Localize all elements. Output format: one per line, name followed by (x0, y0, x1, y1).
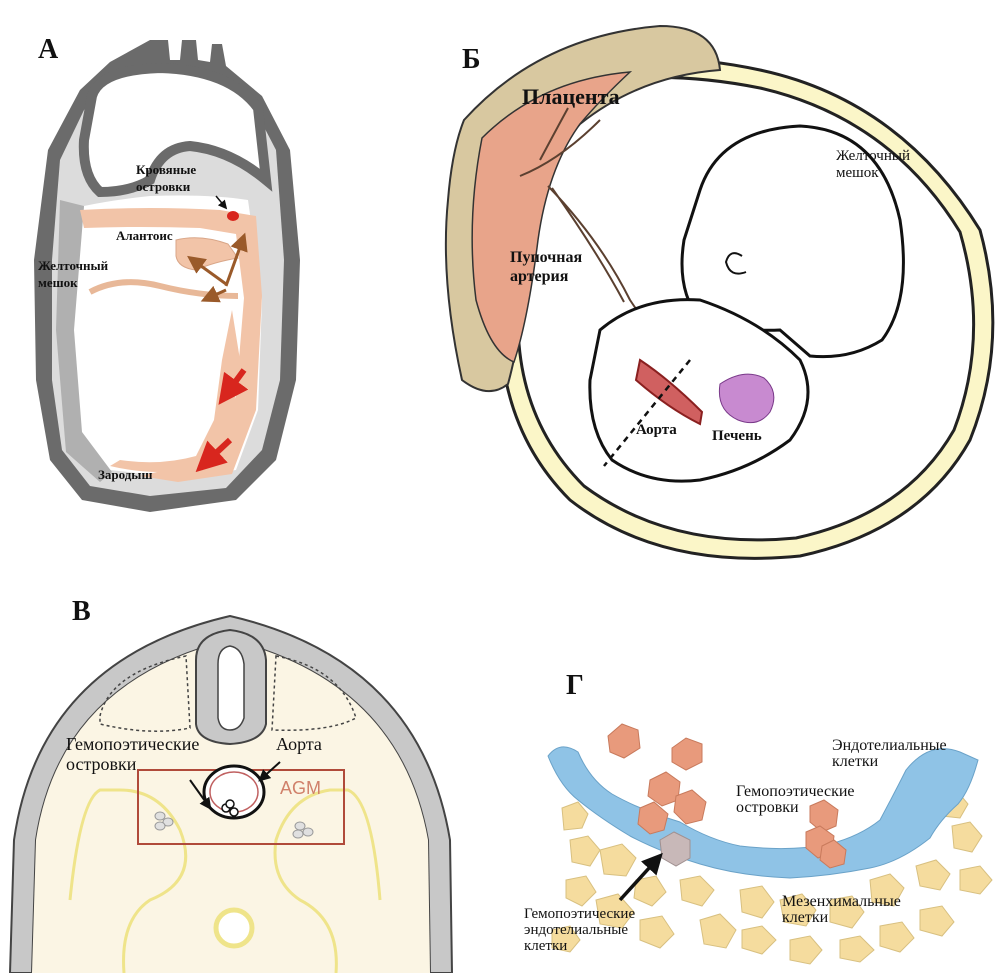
label-liver: Печень (712, 428, 762, 444)
label-yolk-sac-b-1: Желточный (836, 148, 910, 164)
blood-island-dot (227, 211, 239, 221)
label-mesenchymal-2: клетки (782, 909, 829, 926)
label-blood-islands-2: островки (136, 179, 191, 194)
label-hemo-endothelial-2: эндотелиальные (524, 922, 628, 938)
panel-g-letter: Г (566, 670, 584, 701)
gut-tube (216, 910, 252, 946)
label-aorta-b: Аорта (636, 422, 677, 438)
label-agm: AGM (280, 778, 321, 798)
label-mesenchymal-1: Мезенхимальные (782, 893, 901, 910)
label-hemo-endothelial-3: клетки (524, 938, 567, 954)
panel-b-letter: Б (462, 44, 481, 75)
label-hemo-islands-v-2: островки (66, 754, 137, 774)
panel-v-letter: В (72, 596, 91, 627)
label-yolk-sac-a-1: Желточный (38, 258, 109, 273)
label-endothelial-2: клетки (832, 753, 879, 770)
label-hemo-islands-g-1: Гемопоэтические (736, 783, 855, 800)
label-hemo-endothelial-1: Гемопоэтические (524, 906, 635, 922)
label-yolk-sac-b-2: мешок (836, 165, 879, 181)
label-aorta-v: Аорта (276, 734, 322, 754)
label-yolk-sac-a-2: мешок (38, 275, 78, 290)
label-umbilical-artery-1: Пупочная (510, 249, 582, 266)
label-umbilical-artery-2: артерия (510, 268, 569, 285)
label-blood-islands-1: Кровяные (136, 162, 196, 177)
label-hemo-islands-g-2: островки (736, 799, 799, 816)
island-cell-3 (226, 800, 234, 808)
panel-g: Г (524, 670, 992, 964)
panel-a: А Кровяные островки Алантоис Желточный (34, 34, 300, 512)
panel-a-letter: А (38, 34, 59, 65)
label-hemo-islands-v-1: Гемопоэтические (66, 734, 199, 754)
island-cell-2 (230, 808, 238, 816)
neural-tube-lumen (218, 646, 244, 730)
panel-b: Б Плацента Желточный мешок Пупочная арте… (446, 26, 993, 558)
label-placenta: Плацента (522, 84, 620, 109)
label-allantois: Алантоис (116, 228, 173, 243)
label-embryo: Зародыш (98, 467, 152, 482)
panel-v: В Гемопоэтические островки (10, 596, 452, 973)
label-endothelial-1: Эндотелиальные (832, 737, 947, 754)
